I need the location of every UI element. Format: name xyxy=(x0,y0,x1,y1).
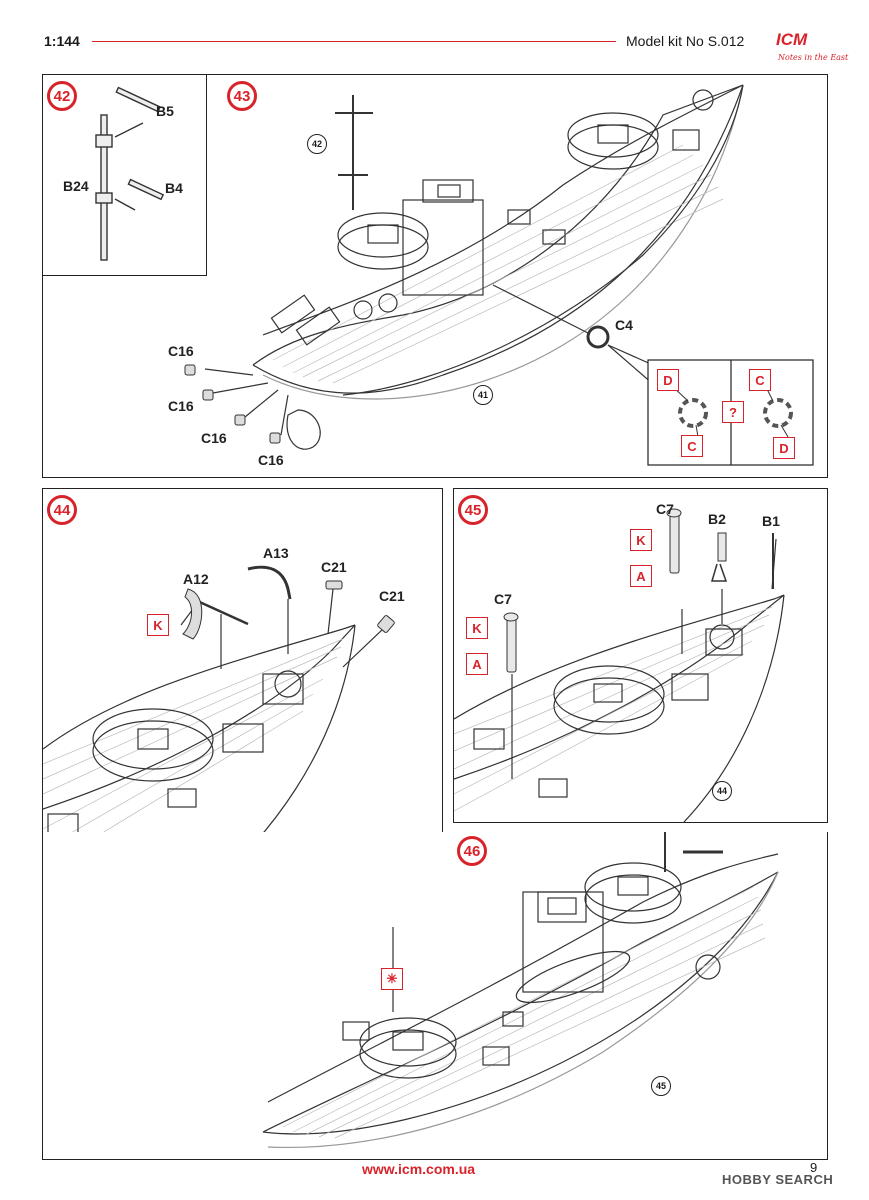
part-a12: A12 xyxy=(183,571,209,587)
box-question: ? xyxy=(722,401,744,423)
part-c7-2: C7 xyxy=(494,591,512,607)
ship-illustration-43 xyxy=(184,84,814,466)
step-45-panel: 45 C7 B2 B1 K A C7 K A 44 xyxy=(453,488,828,823)
ship-illustration-46 xyxy=(262,832,779,1149)
box-a-2: A xyxy=(466,653,488,675)
scale-label: 1:144 xyxy=(44,33,80,49)
part-c16-1: C16 xyxy=(168,343,194,359)
part-c16-3: C16 xyxy=(201,430,227,446)
step-43-number: 43 xyxy=(227,81,257,111)
step-46-number: 46 xyxy=(457,836,487,866)
part-a13: A13 xyxy=(263,545,289,561)
box-k: K xyxy=(147,614,169,636)
brand-logo: ICM xyxy=(776,30,808,49)
website-url[interactable]: www.icm.com.ua xyxy=(362,1161,476,1177)
step-42-number: 42 xyxy=(47,81,77,111)
box-c-left: C xyxy=(681,435,703,457)
ref-step-42: 42 xyxy=(307,134,327,154)
part-c4: C4 xyxy=(615,317,633,333)
step-44-number: 44 xyxy=(47,495,77,525)
header-rule xyxy=(92,41,616,42)
step-45-number: 45 xyxy=(458,495,488,525)
star-mark: ✳ xyxy=(381,968,403,990)
ship-illustration-45 xyxy=(454,508,785,822)
ref-step-41: 41 xyxy=(473,385,493,405)
part-b2: B2 xyxy=(708,511,726,527)
part-b24: B24 xyxy=(63,178,89,194)
part-c7-1: C7 xyxy=(656,501,674,517)
part-c16-2: C16 xyxy=(168,398,194,414)
part-b4: B4 xyxy=(165,180,183,196)
kit-number: Model kit No S.012 xyxy=(626,33,745,49)
box-d-right: D xyxy=(773,437,795,459)
ref-step-44: 44 xyxy=(712,781,732,801)
part-b5: B5 xyxy=(156,103,174,119)
mast-illustration-42 xyxy=(95,86,165,261)
watermark: HOBBY SEARCH xyxy=(722,1172,834,1187)
step-42-panel: 42 B5 B24 B4 xyxy=(42,74,207,276)
box-a-1: A xyxy=(630,565,652,587)
part-c21-2: C21 xyxy=(379,588,405,604)
box-k-1: K xyxy=(630,529,652,551)
step-46-panel: 46 ✳ 45 xyxy=(42,832,828,1160)
part-b1: B1 xyxy=(762,513,780,529)
brand-tagline: Notes in the East xyxy=(778,53,849,62)
page-number: 9 xyxy=(810,1160,818,1175)
ref-step-45: 45 xyxy=(651,1076,671,1096)
part-c16-4: C16 xyxy=(258,452,284,468)
part-c21-1: C21 xyxy=(321,559,347,575)
box-c-right: C xyxy=(749,369,771,391)
box-k-2: K xyxy=(466,617,488,639)
box-d-left: D xyxy=(657,369,679,391)
